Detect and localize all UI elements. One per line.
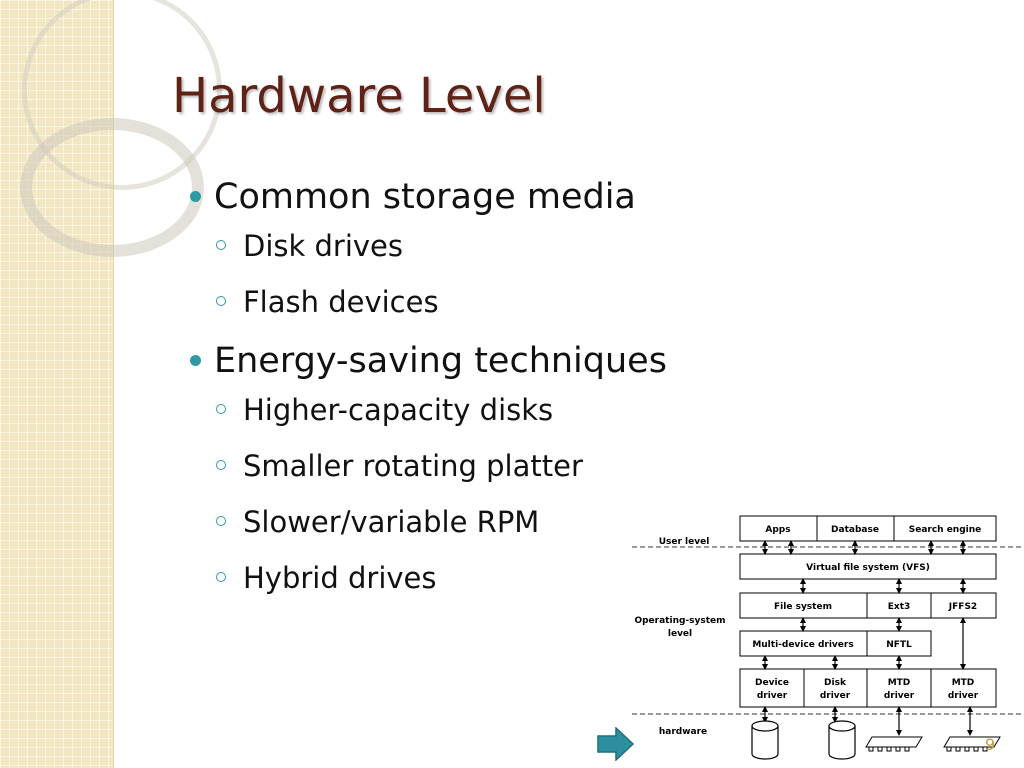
sub-bullet-ring-icon: [216, 296, 226, 306]
disk-driver-label-line1: Disk: [824, 678, 847, 688]
mtd-driver-label-line1: MTD: [952, 678, 975, 688]
search-engine-label: Search engine: [909, 525, 982, 535]
device-driver-label-line2: driver: [757, 691, 788, 701]
bullet-list: Common storage media Disk drives Flash d…: [190, 176, 667, 616]
bullet-dot-icon: [190, 355, 201, 366]
sub-bullet-text: Higher-capacity disks: [243, 393, 554, 427]
nftl-label: NFTL: [886, 640, 912, 650]
flash-chip-icon: [865, 736, 923, 752]
disk-driver-label: Disk driver: [820, 678, 851, 701]
sub-bullet-item: Slower/variable RPM: [190, 504, 630, 540]
file-system-label: File system: [774, 602, 832, 612]
ext3-label: Ext3: [888, 602, 911, 612]
mtd-driver-label-line2: driver: [884, 691, 915, 701]
sub-bullet-ring-icon: [216, 404, 226, 414]
next-slide-arrow-icon[interactable]: [597, 727, 635, 761]
slide-title: Hardware Level: [172, 68, 546, 124]
disk-cylinder-icon: [751, 720, 779, 760]
multi-device-label: Multi-device drivers: [752, 640, 853, 650]
storage-stack-diagram: User level Operating-system level hardwar…: [626, 511, 1024, 768]
sub-bullet-item: Disk drives: [190, 228, 630, 264]
sub-bullet-item: Flash devices: [190, 284, 630, 320]
mtd-driver-box: [930, 668, 997, 708]
disk-driver-box: [803, 668, 868, 708]
device-driver-label: Device driver: [755, 678, 789, 701]
sub-bullet-item: Smaller rotating platter: [190, 448, 630, 484]
mtd-driver-label-line1: MTD: [888, 678, 911, 688]
sub-bullet-item: Hybrid drives: [190, 560, 630, 596]
database-label: Database: [831, 525, 879, 535]
sub-bullet-text: Flash devices: [243, 285, 439, 319]
search-engine-box: [893, 515, 997, 542]
user-level-label: User level: [659, 537, 710, 547]
disk-driver-label-line2: driver: [820, 691, 851, 701]
mtd-driver-label: MTD driver: [948, 678, 979, 701]
bullet-text: Energy-saving techniques: [214, 341, 667, 381]
bullet-item: Common storage media: [190, 176, 636, 218]
mtd-driver-label: MTD driver: [884, 678, 915, 701]
sub-bullet-ring-icon: [216, 240, 226, 250]
device-driver-box: [739, 668, 805, 708]
decorative-ring: [20, 118, 204, 257]
bullet-text: Common storage media: [214, 177, 636, 217]
os-level-label-line2: level: [668, 629, 692, 639]
flash-chip-icon: [943, 736, 1001, 752]
drivers-row: [739, 668, 997, 708]
device-driver-label-line1: Device: [755, 678, 789, 688]
sub-bullet-ring-icon: [216, 516, 226, 526]
mtd-driver-label-line2: driver: [948, 691, 979, 701]
sub-bullet-text: Smaller rotating platter: [243, 449, 583, 483]
page-number: 9: [985, 735, 996, 754]
apps-label: Apps: [765, 525, 790, 535]
connector-arrows: [762, 540, 973, 736]
bullet-item: Energy-saving techniques: [190, 340, 667, 382]
bullet-dot-icon: [190, 191, 201, 202]
os-level-label: Operating-system level: [634, 616, 725, 639]
os-level-label-line1: Operating-system: [634, 616, 725, 626]
sub-bullet-text: Disk drives: [243, 229, 404, 263]
hardware-level-label: hardware: [659, 727, 707, 737]
sub-bullet-ring-icon: [216, 460, 226, 470]
disk-cylinder-icon: [828, 720, 856, 760]
jffs2-label: JFFS2: [948, 602, 977, 612]
sub-bullet-text: Slower/variable RPM: [243, 505, 540, 539]
vfs-label: Virtual file system (VFS): [806, 563, 930, 573]
vfs-box: [739, 553, 997, 580]
sub-bullet-text: Hybrid drives: [243, 561, 437, 595]
mtd-driver-box: [866, 668, 932, 708]
sub-bullet-ring-icon: [216, 572, 226, 582]
sub-bullet-item: Higher-capacity disks: [190, 392, 630, 428]
